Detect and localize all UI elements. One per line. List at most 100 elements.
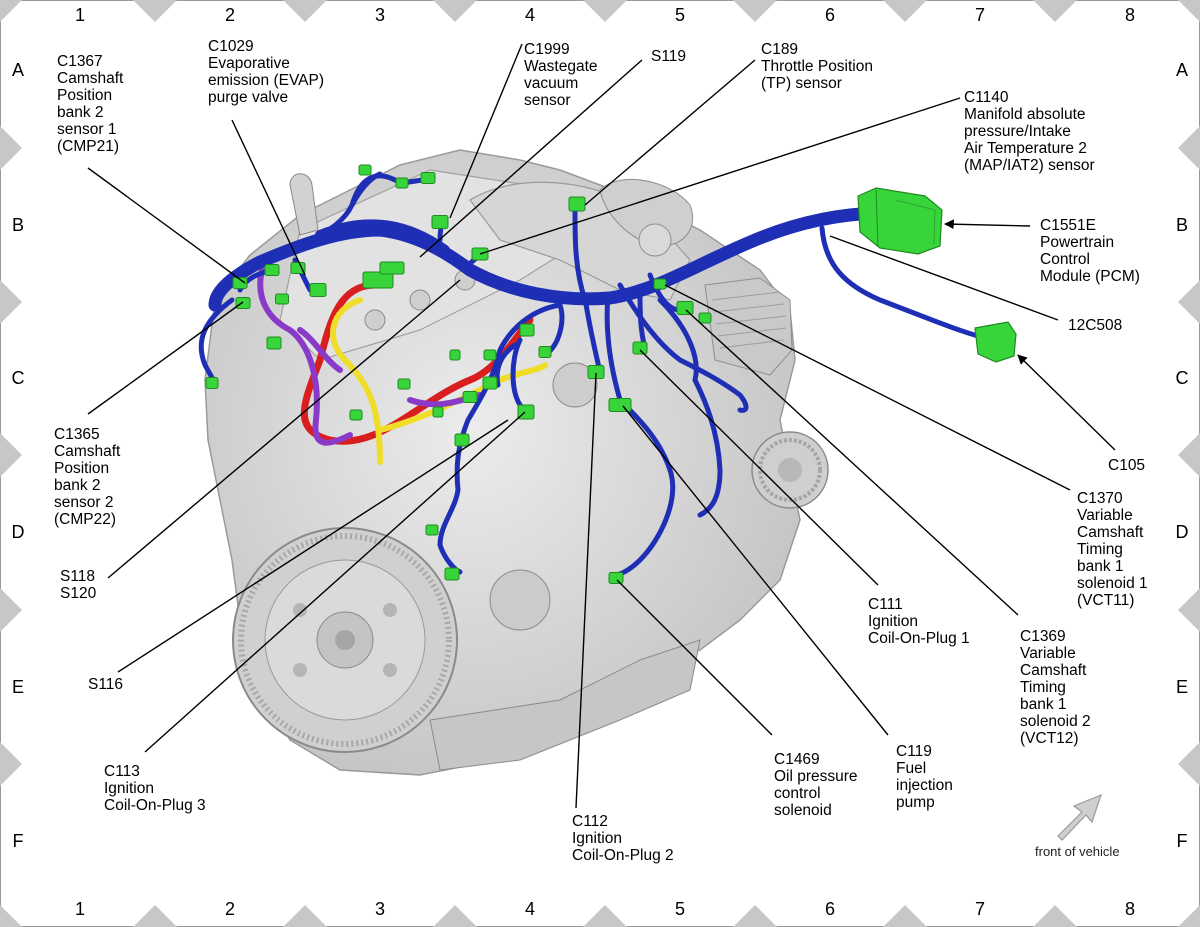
callout-line: (VCT11) <box>1077 592 1134 609</box>
pcm-connector-c1551e <box>857 187 943 255</box>
leader-c119 <box>622 405 889 736</box>
callout-line: Camshaft <box>1077 524 1144 541</box>
callout-line: Throttle Position <box>761 58 873 75</box>
leader-c189 <box>584 59 756 206</box>
callout-line: Coil-On-Plug 3 <box>104 797 206 814</box>
grid-row-label: F <box>1177 831 1188 851</box>
callout-line: S119 <box>651 48 686 65</box>
wire-connector <box>362 271 394 289</box>
callout-line: Powertrain <box>1040 234 1114 251</box>
grid-row-label: A <box>12 60 24 80</box>
grid-diamond <box>0 588 22 632</box>
wire-connector <box>290 262 306 274</box>
wire-connector <box>632 341 648 355</box>
callout-line: (MAP/IAT2) sensor <box>964 157 1095 174</box>
callout-line: Fuel <box>896 760 926 777</box>
callout-line: (CMP21) <box>57 138 119 155</box>
leader-s116 <box>117 419 509 673</box>
leader-c1029 <box>231 119 306 276</box>
grid-diamond <box>1178 588 1200 632</box>
grid-column-label: 5 <box>675 5 685 25</box>
callout-line: solenoid 1 <box>1077 575 1148 592</box>
wire-connector <box>454 433 470 447</box>
callout-line: injection <box>896 777 953 794</box>
callout-line: Timing <box>1020 679 1066 696</box>
wire-connector <box>462 391 478 403</box>
oil-filter <box>489 569 551 631</box>
wire-connector <box>608 572 624 584</box>
callout-s119: S119 <box>651 48 686 65</box>
grid-diamond <box>0 126 22 170</box>
grid-column-label: 4 <box>525 899 535 919</box>
grid-column-label: 6 <box>825 899 835 919</box>
grid-diamond <box>0 280 22 324</box>
grid-column-label: 4 <box>525 5 535 25</box>
wire-connector <box>235 297 251 309</box>
callout-line: Position <box>54 460 109 477</box>
callout-line: C113 <box>104 763 140 780</box>
callout-line: pump <box>896 794 935 811</box>
callout-line: bank 1 <box>1020 696 1067 713</box>
callout-line: Coil-On-Plug 2 <box>572 847 674 864</box>
callout-line: C119 <box>896 743 932 760</box>
leader-c1370 <box>664 284 1071 491</box>
callout-line: sensor 2 <box>54 494 113 511</box>
callout-line: Variable <box>1020 645 1076 662</box>
grid-row-label: E <box>1176 677 1188 697</box>
grid-column-label: 2 <box>225 899 235 919</box>
grid-diamond <box>883 0 927 22</box>
callout-line: C1029 <box>208 38 254 55</box>
grid-diamond <box>583 905 627 927</box>
fuel-pump-body <box>552 362 598 408</box>
callout-line: Camshaft <box>54 443 121 460</box>
callout-line: C112 <box>572 813 608 830</box>
wire-connector <box>379 261 405 275</box>
callout-line: S116 <box>88 676 123 693</box>
grid-row-label: D <box>12 522 25 542</box>
crank-pulley <box>751 431 829 509</box>
grid-row-label: A <box>1176 60 1188 80</box>
callout-line: Ignition <box>868 613 918 630</box>
grid-column-label: 2 <box>225 5 235 25</box>
callout-line: bank 1 <box>1077 558 1124 575</box>
callout-line: C111 <box>868 596 903 613</box>
wire-connector <box>264 264 280 276</box>
callout-line: S118 <box>60 568 95 585</box>
leader-c1365 <box>87 301 244 415</box>
callout-line: pressure/Intake <box>964 123 1071 140</box>
grid-diamond <box>0 433 22 477</box>
leader-c1369 <box>685 309 1019 616</box>
leader-12c508 <box>829 235 1059 321</box>
callout-line: C105 <box>1108 457 1145 474</box>
grid-column-label: 3 <box>375 899 385 919</box>
grid-diamond <box>0 742 22 786</box>
grid-column-label: 3 <box>375 5 385 25</box>
grid-diamond <box>733 905 777 927</box>
grid-diamond <box>1178 905 1200 927</box>
grid-column-label: 1 <box>75 5 85 25</box>
callout-line: solenoid <box>774 802 832 819</box>
wire-connector <box>420 172 436 184</box>
wire-connector <box>232 277 248 289</box>
wire-connector <box>309 283 327 297</box>
wire-connector <box>431 215 449 229</box>
grid-row-label: C <box>1176 368 1189 388</box>
callout-line: Coil-On-Plug 1 <box>868 630 970 647</box>
front-of-vehicle-indicator: front of vehicle <box>1035 793 1120 859</box>
callout-line: Position <box>57 87 112 104</box>
grid-diamond <box>733 0 777 22</box>
callout-line: C1369 <box>1020 628 1066 645</box>
callout-line: bank 2 <box>54 477 101 494</box>
leader-c112 <box>575 372 597 809</box>
grid-diamond <box>1178 433 1200 477</box>
callout-line: bank 2 <box>57 104 104 121</box>
